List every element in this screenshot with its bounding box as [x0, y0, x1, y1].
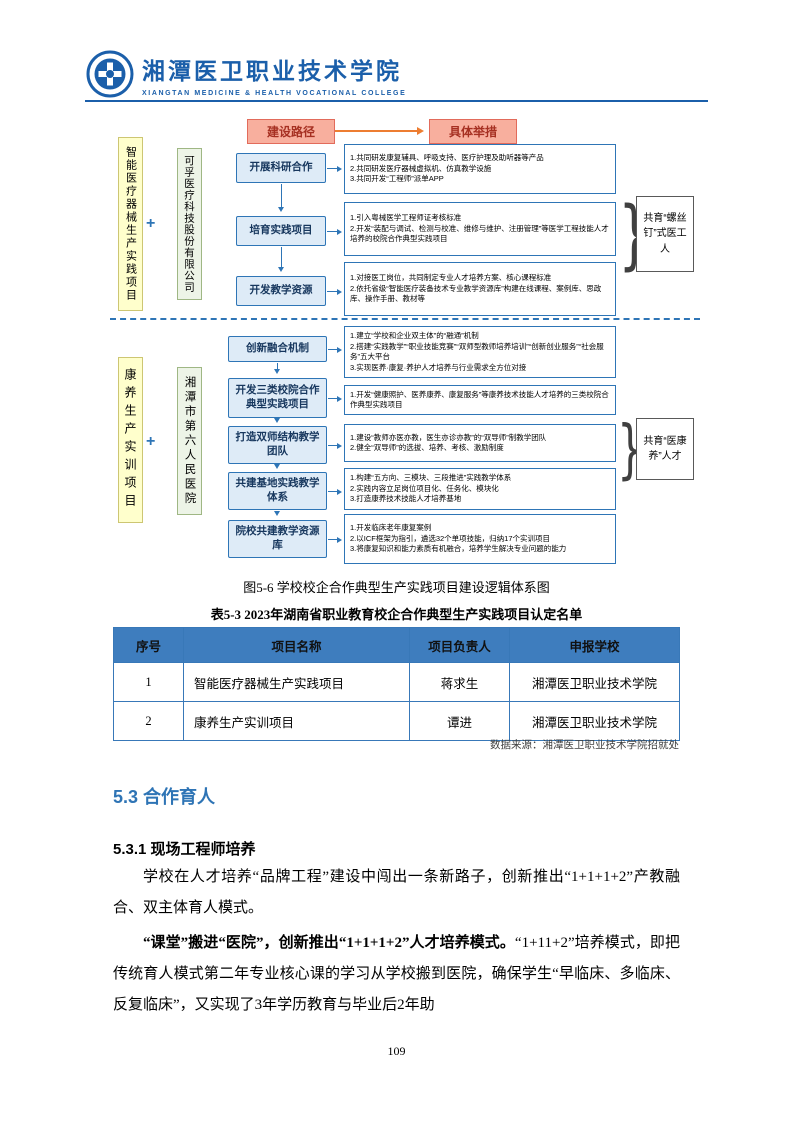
subsection-heading: 5.3.1 现场工程师培养	[113, 841, 256, 858]
down-arrow-icon	[274, 511, 280, 516]
table-cell: 智能医疗器械生产实践项目	[183, 662, 410, 702]
detail-box: 1.引入粤械医学工程师证考核标准 2.开发“装配与调试、检测与校准、维修与维护、…	[344, 202, 616, 256]
detail-box: 1.建设“教师亦医亦教，医生亦诊亦教”的“双导师”制教学团队 2.健全“双导师”…	[344, 424, 616, 462]
connector-arrow-icon	[327, 165, 342, 172]
partner-box-2: 湘潭市第六人民医院	[177, 367, 202, 515]
step-box-research: 开展科研合作	[236, 153, 326, 183]
down-arrow-icon	[274, 363, 280, 374]
table-header-cell: 序号	[113, 627, 184, 663]
connector-arrow-icon	[327, 288, 342, 295]
paragraph-2: “课堂”搬进“医院”，创新推出“1+1+1+2”人才培养模式。“1+11+2”培…	[113, 928, 680, 1021]
down-arrow-icon	[278, 247, 284, 272]
projects-table: 序号 项目名称 项目负责人 申报学校 1 智能医疗器械生产实践项目 蒋求生 湘潭…	[113, 627, 680, 741]
connector-arrow-icon	[327, 228, 342, 235]
step-box-integration-mechanism: 创新融合机制	[228, 336, 327, 362]
section-separator	[110, 318, 700, 320]
section-heading: 5.3 合作育人	[113, 787, 216, 807]
table-source-note: 数据来源：湘潭医卫职业技术学院招就处	[490, 740, 679, 751]
table-header-cell: 项目负责人	[409, 627, 510, 663]
table-title: 表5-3 2023年湖南省职业教育校企合作典型生产实践项目认定名单	[210, 607, 583, 622]
project-box-2: 康养生产实训项目	[118, 357, 143, 523]
connector-arrow-icon	[328, 488, 342, 495]
detail-box: 1.建立“学校和企业双主体”的“融通”机制 2.搭建“实践教学”“职业技能竞赛”…	[344, 326, 616, 378]
table-header-cell: 项目名称	[183, 627, 410, 663]
detail-box: 1.开发临床老年康复案例 2.以ICF框架为指引，遴选32个单项技能，归纳17个…	[344, 514, 616, 564]
paragraph-2-rest: “1+11+2”培养模式，即把传统育人模式第二年专业核心课的学习从学校搬到医院，…	[113, 935, 680, 1013]
table-cell: 谭进	[409, 701, 510, 741]
step-box-practice-teaching-system: 共建基地实践教学体系	[228, 472, 327, 510]
table-header-cell: 申报学校	[509, 627, 680, 663]
down-arrow-icon	[274, 418, 280, 423]
connector-arrow-icon	[328, 395, 342, 402]
table-cell: 康养生产实训项目	[183, 701, 410, 741]
college-name-en: XIANGTAN MEDICINE & HEALTH VOCATIONAL CO…	[142, 90, 407, 97]
connector-arrow-icon	[328, 442, 342, 449]
down-arrow-icon	[278, 184, 284, 212]
table-row: 1 智能医疗器械生产实践项目 蒋求生 湘潭医卫职业技术学院	[113, 662, 680, 702]
header-rule	[85, 100, 708, 102]
detail-box: 1.共同研发康复辅具、呼吸支持、医疗护理及助听器等产品 2.共同研发医疗器械虚拟…	[344, 144, 616, 194]
table-cell: 2	[113, 701, 184, 741]
table-header-row: 序号 项目名称 项目负责人 申报学校	[113, 627, 680, 663]
plus-icon-2: +	[146, 433, 156, 450]
partner-box-1: 可孚医疗科技股份有限公司	[177, 148, 202, 300]
step-box-shared-resource-library: 院校共建教学资源库	[228, 520, 327, 558]
table-row: 2 康养生产实训项目 谭进 湘潭医卫职业技术学院	[113, 701, 680, 741]
goal-box-1: 共育“螺丝钉”式医工人	[636, 196, 694, 272]
plus-icon-1: +	[146, 215, 156, 232]
step-box-teaching-resources: 开发教学资源	[236, 276, 326, 306]
step-box-three-types-projects: 开发三类校院合作典型实践项目	[228, 378, 327, 418]
paragraph-1: 学校在人才培养“品牌工程”建设中闯出一条新路子，创新推出“1+1+1+2”产教融…	[113, 869, 680, 916]
step-box-dual-teacher-team: 打造双师结构教学团队	[228, 426, 327, 464]
paragraph-2-bold: “课堂”搬进“医院”，创新推出“1+1+1+2”人才培养模式。	[143, 935, 515, 951]
path-to-measure-arrow-icon	[335, 127, 424, 135]
concrete-measures-label: 具体举措	[429, 119, 517, 144]
figure-caption: 图5-6 学校校企合作典型生产实践项目建设逻辑体系图	[243, 580, 550, 595]
detail-box: 1.对接医工岗位，共同制定专业人才培养方案、核心课程标准 2.依托省级“智能医疗…	[344, 262, 616, 316]
goal-box-2: 共育“医康养”人才	[636, 418, 694, 480]
college-name-zh: 湘潭医卫职业技术学院	[142, 59, 402, 84]
down-arrow-icon	[274, 464, 280, 469]
connector-arrow-icon	[328, 346, 342, 353]
college-name-block: 湘潭医卫职业技术学院 XIANGTAN MEDICINE & HEALTH VO…	[142, 52, 406, 97]
table-cell: 蒋求生	[409, 662, 510, 702]
project-box-1: 智能医疗器械生产实践项目	[118, 137, 143, 311]
college-logo-icon	[86, 50, 134, 98]
connector-arrow-icon	[328, 536, 342, 543]
step-box-practice-projects: 培育实践项目	[236, 216, 326, 246]
page-number: 109	[387, 1044, 406, 1058]
detail-box: 1.开发“健康照护、医养康养、康复服务”等康养技术技能人才培养的三类校院合作典型…	[344, 385, 616, 415]
table-cell: 湘潭医卫职业技术学院	[509, 701, 680, 741]
table-cell: 1	[113, 662, 184, 702]
table-cell: 湘潭医卫职业技术学院	[509, 662, 680, 702]
detail-box: 1.构建“五方向、三模块、三段推进”实践教学体系 2.实践内容立足岗位项目化、任…	[344, 468, 616, 510]
build-path-label: 建设路径	[247, 119, 335, 144]
